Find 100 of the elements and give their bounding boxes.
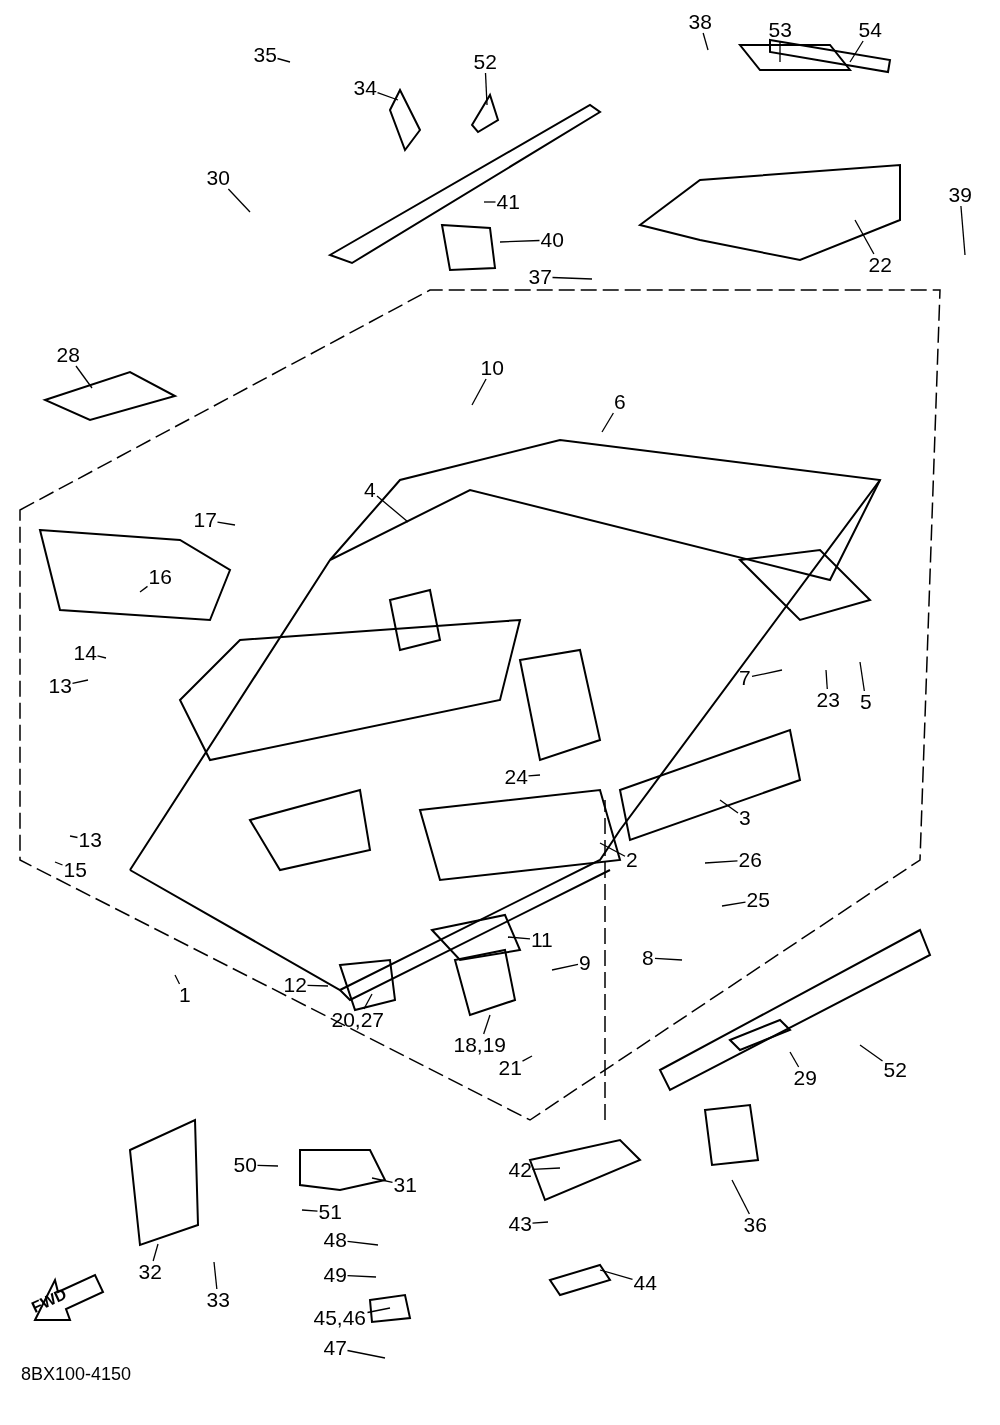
leader-line bbox=[376, 495, 409, 523]
leader-line bbox=[599, 1269, 634, 1281]
leader-line bbox=[483, 201, 497, 203]
callout-number: 48 bbox=[322, 1229, 348, 1251]
callout-number: 39 bbox=[947, 184, 973, 206]
leader-line bbox=[69, 835, 79, 839]
leader-line bbox=[654, 957, 683, 961]
callout-number: 54 bbox=[857, 19, 883, 41]
leader-line bbox=[139, 585, 149, 593]
leader-line bbox=[499, 239, 541, 243]
callout-number: 10 bbox=[479, 357, 505, 379]
callout-number: 1 bbox=[178, 984, 192, 1006]
leader-line bbox=[859, 661, 865, 692]
leader-line bbox=[346, 1349, 386, 1359]
callout-number: 36 bbox=[742, 1214, 768, 1236]
leader-line bbox=[346, 1240, 379, 1246]
callout-number: 17 bbox=[192, 509, 218, 531]
callout-number: 13 bbox=[47, 675, 73, 697]
leader-line bbox=[551, 963, 579, 971]
callout-number: 24 bbox=[503, 766, 529, 788]
callout-number: 6 bbox=[613, 391, 627, 413]
leader-line bbox=[531, 1221, 549, 1224]
callout-number: 26 bbox=[737, 849, 763, 871]
leader-line bbox=[371, 1177, 394, 1183]
callout-number: 33 bbox=[205, 1289, 231, 1311]
callout-number: 9 bbox=[578, 952, 592, 974]
callout-number: 50 bbox=[232, 1154, 258, 1176]
callout-number: 34 bbox=[352, 77, 378, 99]
leader-line bbox=[849, 40, 864, 63]
leader-line bbox=[471, 378, 487, 406]
part-code: 8BX100-4150 bbox=[20, 1363, 133, 1385]
callout-number: 28 bbox=[55, 344, 81, 366]
callout-number: 51 bbox=[317, 1201, 343, 1223]
callout-number: 53 bbox=[767, 19, 793, 41]
leader-line bbox=[704, 860, 739, 864]
callout-number: 52 bbox=[882, 1059, 908, 1081]
leader-line bbox=[96, 655, 107, 659]
callout-number: 40 bbox=[539, 229, 565, 251]
callout-number: 7 bbox=[738, 667, 752, 689]
callout-number: 38 bbox=[687, 11, 713, 33]
leader-line bbox=[213, 1261, 218, 1290]
callout-number: 25 bbox=[745, 889, 771, 911]
callout-number: 13 bbox=[77, 829, 103, 851]
leader-line bbox=[789, 1051, 800, 1068]
callout-number: 32 bbox=[137, 1261, 163, 1283]
leader-line bbox=[825, 669, 828, 690]
callout-number: 44 bbox=[632, 1272, 658, 1294]
leader-line bbox=[551, 276, 593, 280]
leader-line bbox=[71, 679, 89, 684]
leader-line bbox=[702, 32, 709, 51]
leader-line bbox=[507, 936, 531, 940]
leader-line bbox=[366, 1307, 391, 1314]
leader-line bbox=[719, 799, 739, 814]
callout-number: 20,27 bbox=[330, 1009, 386, 1031]
leader-line bbox=[216, 521, 236, 526]
leader-line bbox=[960, 205, 966, 256]
callout-number: 31 bbox=[392, 1174, 418, 1196]
leader-line bbox=[731, 1179, 751, 1215]
leader-line bbox=[527, 774, 541, 777]
callout-number: 14 bbox=[72, 642, 98, 664]
leader-line bbox=[306, 984, 329, 987]
callout-number: 41 bbox=[495, 191, 521, 213]
callout-number: 3 bbox=[738, 807, 752, 829]
leader-line bbox=[363, 993, 373, 1010]
callout-number: 45,46 bbox=[312, 1307, 368, 1329]
leader-line bbox=[531, 1167, 561, 1171]
callout-number: 15 bbox=[62, 859, 88, 881]
leader-line bbox=[376, 91, 399, 101]
leader-line bbox=[521, 1055, 533, 1062]
callout-number: 21 bbox=[497, 1057, 523, 1079]
leader-line bbox=[779, 40, 781, 63]
leader-line bbox=[484, 72, 488, 106]
leader-line bbox=[751, 669, 783, 678]
callout-number: 18,19 bbox=[452, 1034, 508, 1056]
callout-number: 42 bbox=[507, 1159, 533, 1181]
leader-line bbox=[301, 1209, 319, 1212]
leader-line bbox=[54, 861, 64, 866]
callout-number: 43 bbox=[507, 1213, 533, 1235]
callout-number: 35 bbox=[252, 44, 278, 66]
callout-number: 2 bbox=[625, 849, 639, 871]
callout-number: 16 bbox=[147, 566, 173, 588]
callout-number: 4 bbox=[363, 479, 377, 501]
callout-number: 11 bbox=[530, 929, 554, 951]
callout-number: 30 bbox=[205, 167, 231, 189]
callout-number: 23 bbox=[815, 689, 841, 711]
leader-line bbox=[75, 365, 93, 389]
leader-line bbox=[346, 1274, 377, 1278]
callout-number: 5 bbox=[859, 691, 873, 713]
leader-line bbox=[227, 188, 251, 213]
leader-line bbox=[599, 842, 626, 857]
leader-line bbox=[859, 1044, 884, 1062]
callout-number: 52 bbox=[472, 51, 498, 73]
callout-number: 12 bbox=[282, 974, 308, 996]
callout-number: 37 bbox=[527, 266, 553, 288]
leader-line bbox=[256, 1164, 279, 1167]
leader-line bbox=[276, 57, 291, 63]
callout-number: 22 bbox=[867, 254, 893, 276]
leader-line bbox=[483, 1014, 491, 1035]
leader-line bbox=[152, 1243, 159, 1262]
callout-number: 49 bbox=[322, 1264, 348, 1286]
